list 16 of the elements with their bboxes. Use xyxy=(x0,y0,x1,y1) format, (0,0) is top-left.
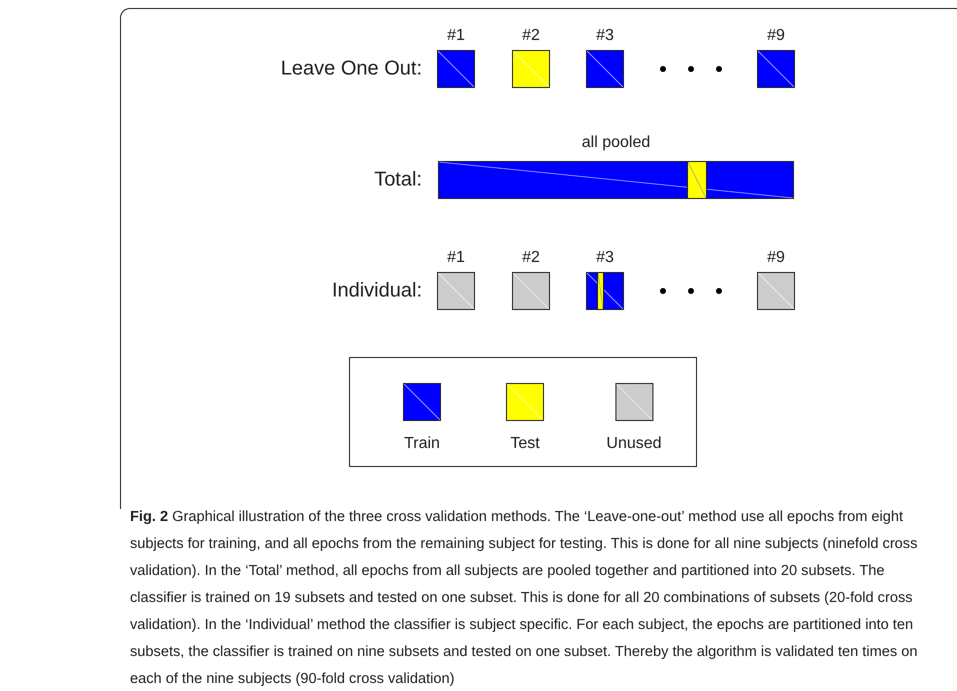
subject-number: #3 xyxy=(596,26,614,46)
subject-number: #9 xyxy=(767,248,785,268)
subject-number: #2 xyxy=(522,248,540,268)
subject-number: #3 xyxy=(596,248,614,268)
row-label: Total: xyxy=(374,168,422,192)
bar-label: all pooled xyxy=(582,133,650,153)
legend-label: Train xyxy=(404,435,440,453)
legend-label: Unused xyxy=(606,435,662,453)
subject-number: #1 xyxy=(447,248,465,268)
legend-label: Test xyxy=(510,435,540,453)
figure-caption: Fig. 2 Graphical illustration of the three cross validation methods. The ‘Leave-one-out’ method use all epochs from eight subjects for training, and all epochs from the remaining subject for testing. This is done for all nine subjects (ninefold cross validation). In the ‘Total’ method, all epochs from all subjects are pooled together and partitioned into 20 subsets. The classifier is trained on 19 subsets and tested on one subset. This is done for all 20 combinations of subsets (20-fold cross validation). In the ‘Individual’ method the classifier is subject specific. For each subject, the epochs are partitioned into ten subsets, the classifier is trained on nine subsets and tested on one subset. Thereby the algorithm is validated ten times on each of the nine subjects (90-fold cross validation) xyxy=(130,508,918,689)
subject-number: #2 xyxy=(522,26,540,46)
subject-number: #9 xyxy=(767,26,785,46)
row-label: Individual: xyxy=(332,280,422,302)
row-label: Leave One Out: xyxy=(280,58,422,80)
subject-number: #1 xyxy=(447,26,465,46)
